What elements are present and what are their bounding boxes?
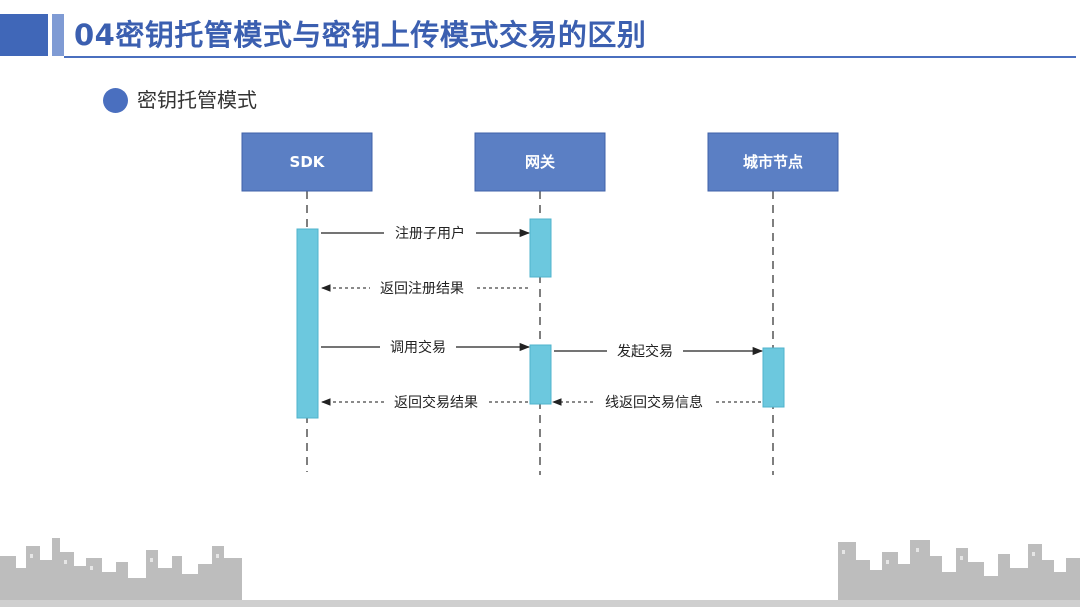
msg-initiate-tx: 发起交易 [617,343,673,360]
title-accent-light [52,14,64,56]
city-skyline-decoration [0,538,1080,607]
msg-tx-result: 返回交易结果 [394,394,478,411]
actor-gateway-label: 网关 [525,153,555,171]
activation-gateway-1 [529,218,552,278]
msg-invoke-tx: 调用交易 [390,339,446,356]
title-underline [64,56,1076,58]
bullet-dot [103,88,128,113]
actor-sdk-label: SDK [290,153,326,171]
msg-tx-info: 线返回交易信息 [605,394,703,411]
page-title: 04密钥托管模式与密钥上传模式交易的区别 [74,18,647,52]
actor-city-node: 城市节点 [707,132,839,192]
msg-register-user: 注册子用户 [395,225,465,242]
actor-sdk: SDK [241,132,373,192]
title-accent-dark [0,14,48,56]
actor-gateway: 网关 [474,132,606,192]
activation-sdk [296,228,319,419]
msg-register-result: 返回注册结果 [380,281,464,297]
actor-city-node-label: 城市节点 [743,153,803,171]
activation-city-node [762,347,785,408]
section-subtitle: 密钥托管模式 [137,88,257,112]
activation-gateway-2 [529,344,552,405]
